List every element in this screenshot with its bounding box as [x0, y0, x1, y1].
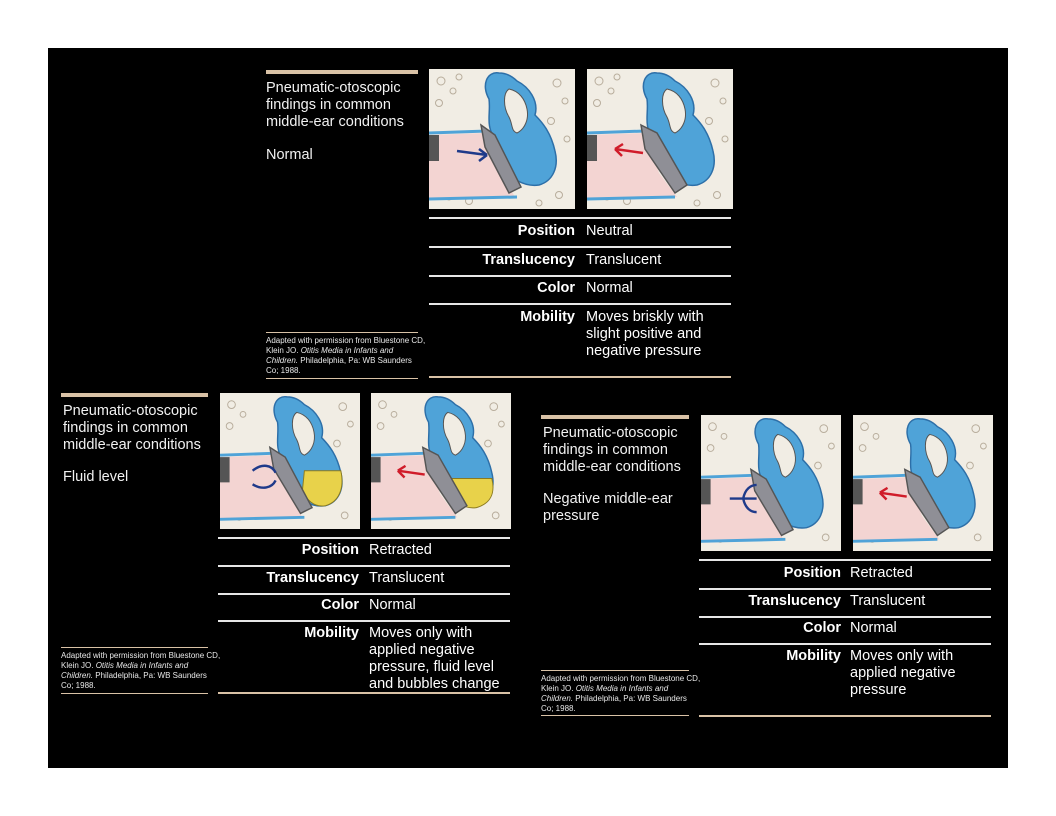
- panel-fluid-level: Pneumatic-otoscopic findings in common m…: [48, 48, 1008, 768]
- table-rule: [699, 588, 991, 590]
- row-label: Translucency: [482, 252, 575, 268]
- table-row: Position Neutral: [429, 223, 731, 249]
- ear-diagram-svg: [587, 69, 733, 209]
- table-row: Translucency Translucent: [429, 252, 731, 278]
- panel-title: Pneumatic-otoscopic findings in common m…: [63, 403, 201, 453]
- condition-label: Normal: [266, 147, 313, 163]
- ear-diagram-svg: [220, 393, 360, 529]
- table-row: Color Normal: [218, 597, 510, 623]
- credit-rule-bottom: [541, 715, 689, 716]
- row-value: Normal: [850, 620, 897, 636]
- credit-text: Adapted with permission from Bluestone C…: [266, 336, 426, 355]
- table-row: Translucency Translucent: [699, 593, 991, 619]
- ear-diagram-svg: [429, 69, 575, 209]
- illustration-negative-pressure: [587, 69, 733, 209]
- credit-publisher: Philadelphia, Pa: WB Saunders Co; 1988.: [541, 694, 687, 713]
- title-accent-bar: [541, 415, 689, 419]
- credit-publisher: Philadelphia, Pa: WB Saunders Co; 1988.: [266, 356, 412, 375]
- row-value: Neutral: [586, 223, 633, 239]
- panel-title: Pneumatic-otoscopic findings in common m…: [543, 425, 681, 475]
- row-value: Translucent: [586, 252, 662, 268]
- ear-diagram-svg: [853, 415, 993, 551]
- table-bottom-rule: [429, 376, 731, 378]
- row-label: Mobility: [304, 625, 359, 641]
- table-bottom-rule: [699, 715, 991, 717]
- credit-book-title: Otitis Media in Infants and Children.: [541, 684, 669, 703]
- slide-frame: Pneumatic-otoscopic findings in common m…: [48, 48, 1008, 768]
- table-bottom-rule: [218, 692, 510, 694]
- table-rule: [429, 275, 731, 277]
- credit-note: Adapted with permission from Bluestone C…: [61, 651, 221, 691]
- credit-publisher: Philadelphia, Pa: WB Saunders Co; 1988.: [61, 671, 207, 690]
- table-row: Mobility Moves only with applied negativ…: [699, 648, 991, 708]
- row-value: Moves briskly with slight positive and n…: [586, 309, 704, 359]
- table-rule: [429, 246, 731, 248]
- panel-negative-pressure: Pneumatic-otoscopic findings in common m…: [48, 48, 1008, 768]
- row-value: Retracted: [850, 565, 913, 581]
- row-value: Normal: [369, 597, 416, 613]
- table-row: Translucency Translucent: [218, 570, 510, 596]
- credit-book-title: Otitis Media in Infants and Children.: [61, 661, 189, 680]
- condition-label: Fluid level: [63, 469, 129, 485]
- row-label: Position: [301, 542, 359, 558]
- panel-title: Pneumatic-otoscopic findings in common m…: [266, 80, 404, 130]
- credit-note: Adapted with permission from Bluestone C…: [541, 674, 701, 714]
- ear-diagram-svg: [701, 415, 841, 551]
- table-rule: [429, 217, 731, 219]
- row-value: Retracted: [369, 542, 432, 558]
- credit-text: Adapted with permission from Bluestone C…: [541, 674, 701, 693]
- table-rule: [218, 620, 510, 622]
- illustration-negative-pressure: [853, 415, 993, 551]
- credit-rule: [61, 647, 208, 648]
- credit-rule-bottom: [61, 693, 208, 694]
- credit-rule: [266, 332, 418, 333]
- row-label: Mobility: [520, 309, 575, 325]
- table-row: Mobility Moves only with applied negativ…: [218, 625, 510, 695]
- table-row: Mobility Moves briskly with slight posit…: [429, 309, 731, 369]
- table-row: Position Retracted: [699, 565, 991, 591]
- table-rule: [218, 537, 510, 539]
- title-accent-bar: [266, 70, 418, 74]
- row-value: Normal: [586, 280, 633, 296]
- illustration-negative-pressure: [371, 393, 511, 529]
- table-row: Position Retracted: [218, 542, 510, 568]
- condition-label: Negative middle-ear pressure: [543, 491, 673, 524]
- credit-rule: [541, 670, 689, 671]
- table-row: Color Normal: [429, 280, 731, 306]
- table-rule: [218, 565, 510, 567]
- row-label: Color: [803, 620, 841, 636]
- ear-diagram-svg: [371, 393, 511, 529]
- table-rule: [218, 593, 510, 595]
- row-label: Color: [321, 597, 359, 613]
- panel-normal: Pneumatic-otoscopic findings in common m…: [48, 48, 1008, 768]
- illustration-positive-pressure: [220, 393, 360, 529]
- table-row: Color Normal: [699, 620, 991, 646]
- row-label: Color: [537, 280, 575, 296]
- table-rule: [699, 643, 991, 645]
- row-label: Position: [783, 565, 841, 581]
- illustration-positive-pressure: [429, 69, 575, 209]
- credit-book-title: Otitis Media in Infants and Children.: [266, 346, 394, 365]
- credit-note: Adapted with permission from Bluestone C…: [266, 336, 426, 376]
- table-rule: [699, 616, 991, 618]
- row-value: Translucent: [369, 570, 445, 586]
- row-label: Translucency: [266, 570, 359, 586]
- illustration-positive-pressure: [701, 415, 841, 551]
- title-accent-bar: [61, 393, 208, 397]
- table-rule: [429, 303, 731, 305]
- row-label: Translucency: [748, 593, 841, 609]
- row-value: Moves only with applied negative pressur…: [369, 625, 500, 692]
- row-label: Mobility: [786, 648, 841, 664]
- credit-rule-bottom: [266, 378, 418, 379]
- table-rule: [699, 559, 991, 561]
- row-label: Position: [517, 223, 575, 239]
- credit-text: Adapted with permission from Bluestone C…: [61, 651, 221, 670]
- row-value: Translucent: [850, 593, 926, 609]
- row-value: Moves only with applied negative pressur…: [850, 648, 956, 698]
